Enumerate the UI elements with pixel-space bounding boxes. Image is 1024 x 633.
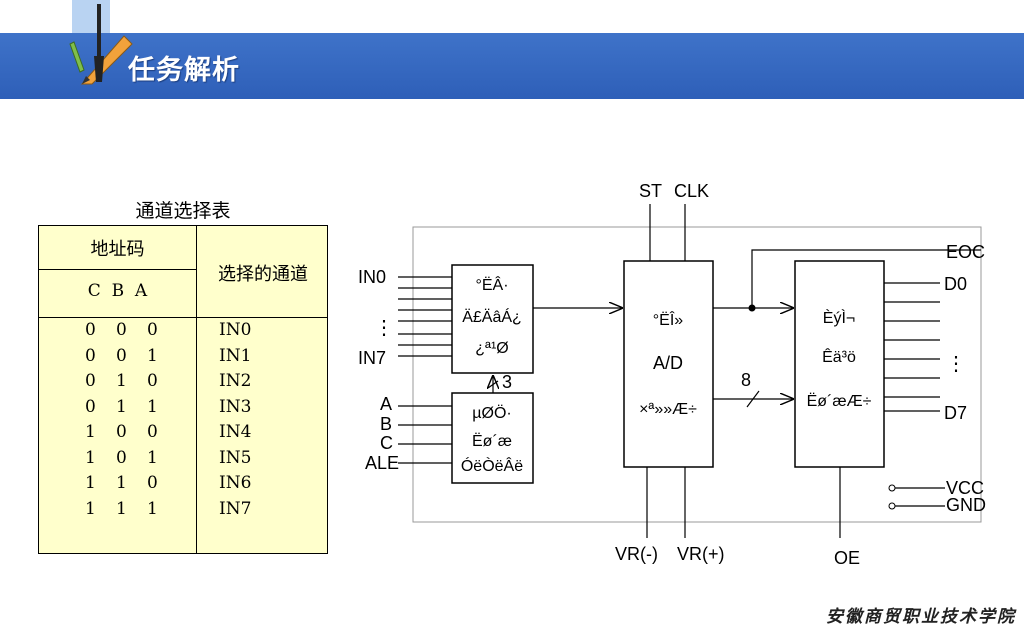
header-deco-square <box>72 0 110 33</box>
output-latch-text-line: Êä³ö <box>822 347 856 366</box>
table-row: 1 1 1 IN7 <box>39 499 327 525</box>
mux-text-line: °ËÂ· <box>475 275 508 294</box>
adc-block <box>623 260 714 468</box>
footer-logo-text: 安徽商贸职业技术学院 <box>826 607 1016 627</box>
pencil-brush-icon <box>69 4 133 85</box>
address-bits: 1 0 0 <box>85 422 159 442</box>
gnd-label: GND <box>946 495 986 515</box>
channel-name: IN4 <box>219 422 252 442</box>
channel-name: IN3 <box>219 396 252 417</box>
address-bits: 0 1 0 <box>85 371 159 391</box>
table-divider <box>196 226 197 553</box>
channel-name: IN6 <box>219 473 252 493</box>
table-divider <box>39 269 196 270</box>
header-bar <box>0 33 1024 99</box>
data-output-lines <box>884 282 940 412</box>
channel-name: IN2 <box>219 371 252 391</box>
mux-text-line: ¿ª¹Ø <box>475 340 508 357</box>
vcc-label: VCC <box>946 478 984 498</box>
latch-text-line: ÓëÒëÂë <box>461 456 523 475</box>
table-rows: 0 0 0 IN0 0 0 1 IN1 0 1 0 IN2 0 1 1 IN3 1 0 … <box>39 320 327 524</box>
bus-slash <box>487 380 499 389</box>
table-divider <box>39 317 327 318</box>
mux-text-line: Ä£ÄâÁ¿ <box>462 307 522 326</box>
address-bits: 0 1 1 <box>85 396 159 417</box>
eoc-line <box>751 249 981 308</box>
output-ellipsis: ⋮ <box>946 353 966 375</box>
b-label: B <box>380 414 392 434</box>
table-row: 1 0 0 IN4 <box>39 422 327 448</box>
channel-name: IN0 <box>219 320 252 340</box>
address-bits: 1 1 0 <box>85 473 159 493</box>
data-bus-slash <box>746 390 760 408</box>
channel-name: IN5 <box>219 447 252 468</box>
cba-subheader: C B A <box>87 281 148 301</box>
d7-label: D7 <box>944 403 967 423</box>
table-row: 1 1 0 IN6 <box>39 473 327 499</box>
vrp-label: VR(+) <box>677 544 725 564</box>
page-title: 任务解析 <box>128 55 240 86</box>
clk-label: CLK <box>674 181 709 201</box>
address-latch-block <box>451 392 534 484</box>
vcc-terminal <box>888 484 896 492</box>
address-bits: 1 1 1 <box>85 498 159 519</box>
channel-name: IN1 <box>219 345 252 366</box>
eoc-label: EOC <box>946 242 985 262</box>
address-bits: 0 0 1 <box>85 345 159 366</box>
latch-text-line: Ëø´æ <box>472 432 512 450</box>
output-latch-block <box>794 260 885 468</box>
table-row: 1 0 1 IN5 <box>39 448 327 474</box>
address-code-header: 地址码 <box>90 239 145 260</box>
output-latch-text-line: ÈýÌ¬ <box>823 308 855 327</box>
adc-text-line: °ËÎ» <box>653 310 684 329</box>
table-row: 0 0 1 IN1 <box>39 346 327 372</box>
address-bits: 1 0 1 <box>85 447 159 468</box>
address-input-lines <box>398 405 452 464</box>
table-row: 0 1 0 IN2 <box>39 371 327 397</box>
selected-channel-header: 选择的通道 <box>218 264 308 285</box>
in7-label: IN7 <box>358 348 386 368</box>
table-title: 通道选择表 <box>135 200 231 222</box>
address-bits: 0 0 0 <box>85 320 159 340</box>
adc-text-line: A/D <box>653 353 683 373</box>
vrm-label: VR(-) <box>615 544 658 564</box>
ale-label: ALE <box>365 453 399 473</box>
table-row: 0 1 1 IN3 <box>39 397 327 423</box>
in0-label: IN0 <box>358 267 386 287</box>
table-row: 0 0 0 IN0 <box>39 320 327 346</box>
a-label: A <box>380 394 392 414</box>
analog-input-lines <box>398 276 452 357</box>
st-label: ST <box>639 181 662 201</box>
chip-outline <box>412 226 982 523</box>
latch-text-line: µØÖ· <box>472 404 511 422</box>
oe-label: OE <box>834 548 860 568</box>
output-latch-text-line: Ëø´æÆ÷ <box>807 392 872 410</box>
bus-width-3: 3 <box>502 372 512 392</box>
bus-width-8: 8 <box>741 370 751 390</box>
c-label: C <box>380 433 393 453</box>
mux-block <box>451 264 534 374</box>
channel-name: IN7 <box>219 498 252 519</box>
gnd-terminal <box>888 502 896 510</box>
channel-select-table: 地址码 C B A 选择的通道 0 0 0 IN0 0 0 1 IN1 0 1 0 I… <box>38 225 328 554</box>
d0-label: D0 <box>944 274 967 294</box>
input-ellipsis: ⋮ <box>374 317 394 339</box>
adc-text-line: ×ª»»Æ÷ <box>639 401 697 418</box>
